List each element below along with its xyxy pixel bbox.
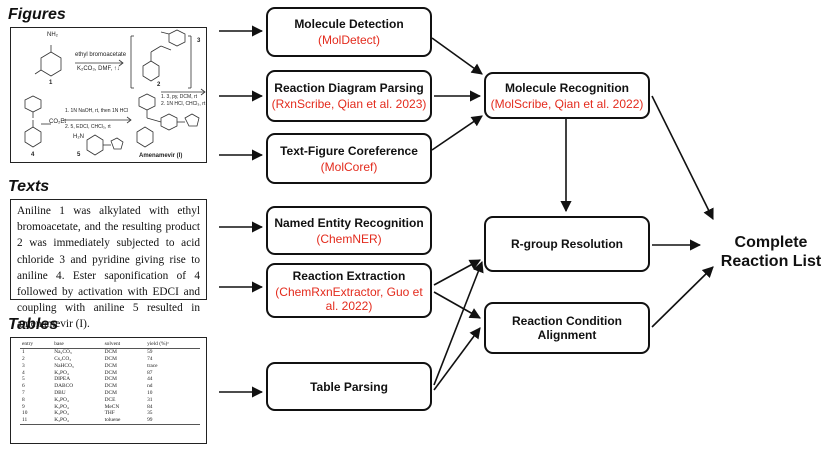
reaction-extraction-node: Reaction Extraction (ChemRxnExtractor, G… [266,263,432,318]
reagent-1: ethyl bromoacetate [75,52,127,58]
molecule-recognition-tool: (MolScribe, Qian et al. 2022) [490,96,644,111]
r-group-resolution-node: R-group Resolution [484,216,650,272]
reaction-diagram-parsing-node: Reaction Diagram Parsing (RxnScribe, Qia… [266,70,432,122]
molecule-detection-tool: (MolDetect) [317,33,380,47]
named-entity-recognition-tool: (ChemNER) [316,231,382,246]
text-figure-coreference-tool: (MolCoref) [320,159,378,174]
arrow-detection-to-recognition [431,37,483,75]
reaction-diagram-parsing-title: Reaction Diagram Parsing [274,81,424,95]
product-label: Amenamevir (I) [139,153,183,159]
molecule-recognition-title: Molecule Recognition [504,80,629,95]
molecule-recognition-node: Molecule Recognition (MolScribe, Qian et… [484,72,650,119]
table-header: solvent [102,341,146,349]
step-2a: 1. 3, py, DCM, rt [161,94,198,100]
nh2-label: NH₂ [47,32,58,38]
figure-panel: NH₂ ethyl bromoacetate K₂CO₃, DMF, ↑↓ 1 … [10,27,207,163]
tables-title: Tables [8,316,58,334]
arrow-parsing-to-rgroup [433,260,484,386]
table-header: yield (%)ᵃ [145,341,200,349]
compound-1-label: 1 [49,80,53,86]
table-panel [10,337,207,444]
table-parsing-title: Table Parsing [310,379,388,394]
table-header: base [52,341,103,349]
text-figure-coreference-title: Text-Figure Coreference [280,143,418,158]
arrow-rxn-to-condition [433,291,481,319]
compound-5-label: 5 [77,152,81,158]
co2et-label: CO₂Et [49,119,66,125]
named-entity-recognition-title: Named Entity Recognition [274,215,424,230]
reaction-diagram-parsing-tool: (RxnScribe, Qian et al. 2023) [271,97,427,111]
reaction-extraction-title: Reaction Extraction [292,268,406,283]
reaction-scheme-drawing [24,29,206,156]
r-group-resolution-title: R-group Resolution [511,237,623,251]
arrow-parsing-to-condition [433,327,481,391]
arrow-coref-to-recognition [431,115,483,151]
table-header: entry [20,341,53,349]
step-3b: 2. 5, EDCI, CHCl₃, rt [65,124,111,130]
arrow-rxn-to-rgroup [433,259,481,286]
arrow-condition-to-final [651,266,714,328]
named-entity-recognition-node: Named Entity Recognition (ChemNER) [266,206,432,255]
texts-panel: Aniline 1 was alkylated with ethyl bromo… [10,199,207,330]
conditions-1: K₂CO₃, DMF, ↑↓ [77,66,120,72]
h2n-label: H₂N [73,134,84,140]
reaction-extraction-tool: (ChemRxnExtractor, Guo et al. 2022) [275,284,423,313]
molecule-detection-node: Molecule Detection (MolDetect) [266,7,432,57]
texts-paragraph: Aniline 1 was alkylated with ethyl bromo… [17,205,200,331]
step-2b: 2. 1N HCl, CHCl₃, rt [161,101,206,107]
reaction-condition-alignment-node: Reaction Condition Alignment [484,302,650,354]
arrow-recognition-to-final [651,95,714,221]
compound-3-label: 3 [197,38,201,44]
step-3a: 1. 1N NaOH, rt, then 1N HCl [65,108,129,114]
reaction-condition-alignment-title: Reaction Condition Alignment [512,314,622,342]
table-parsing-node: Table Parsing [266,362,432,411]
complete-reaction-list-label: Complete Reaction List [720,234,822,270]
molecule-detection-title: Molecule Detection [294,17,404,31]
compound-4-label: 4 [31,152,35,158]
text-figure-coreference-node: Text-Figure Coreference (MolCoref) [266,133,432,184]
compound-2-label: 2 [157,82,161,88]
figures-title: Figures [8,6,66,23]
texts-title: Texts [8,178,50,195]
